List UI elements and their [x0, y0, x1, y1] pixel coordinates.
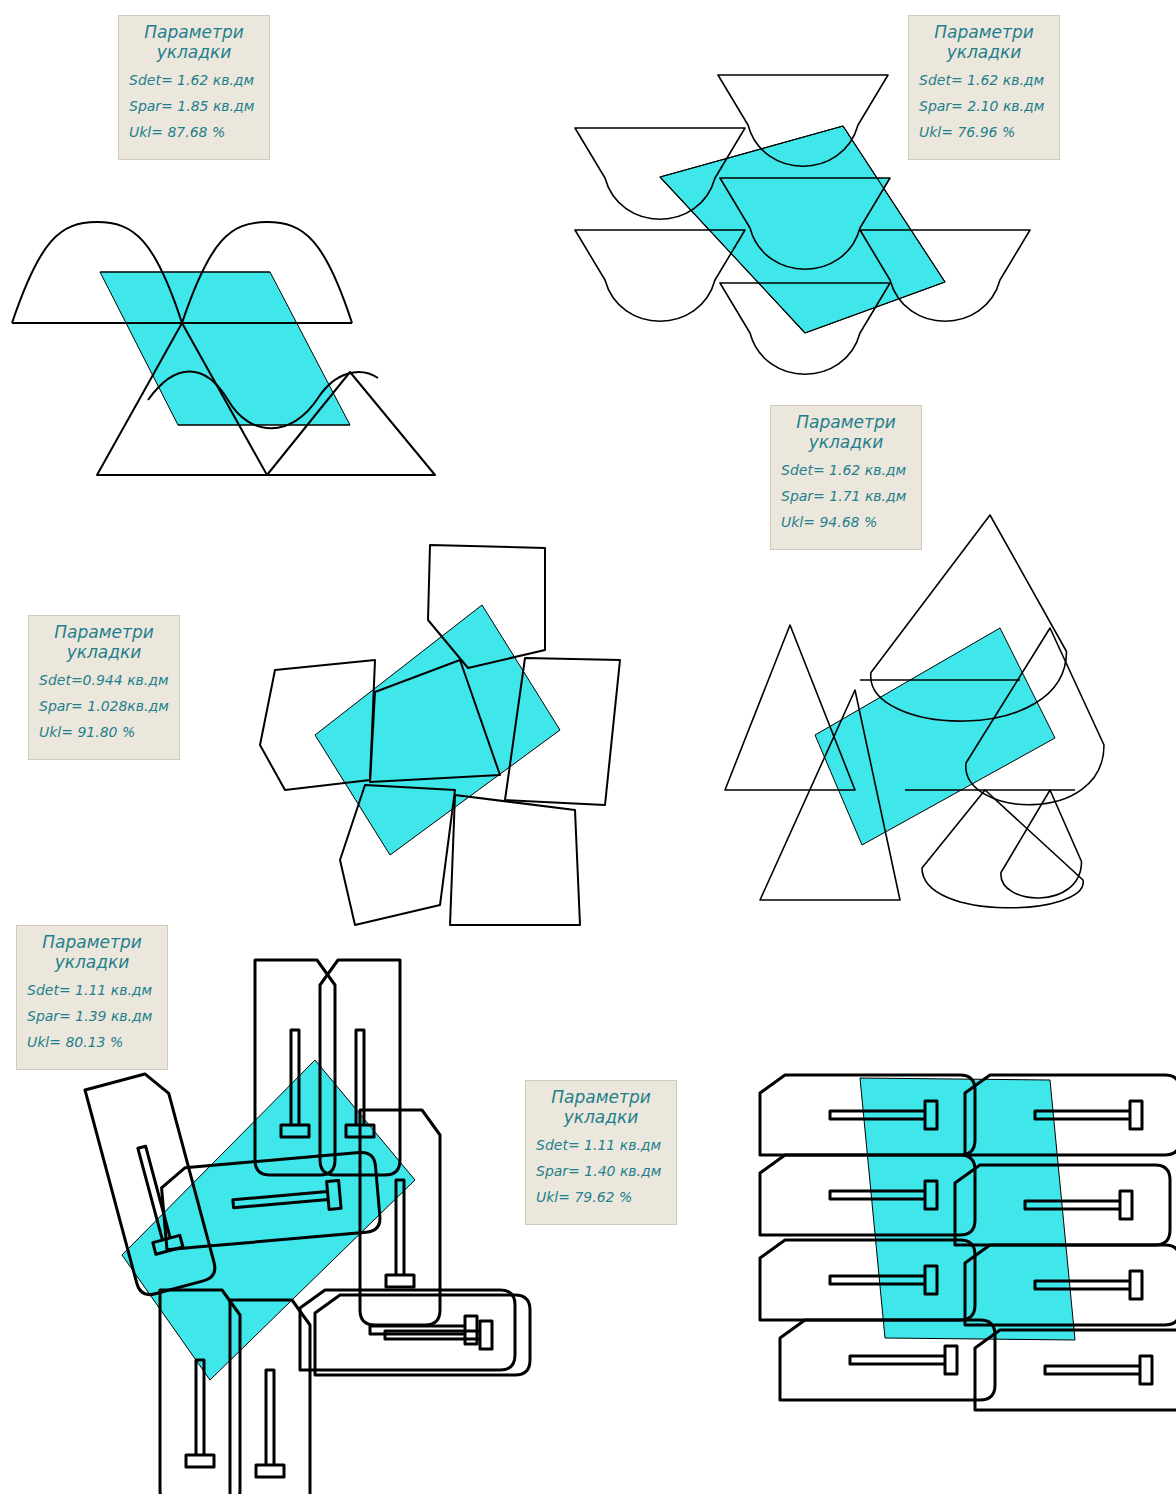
part-outline	[260, 660, 375, 790]
cell-edge	[178, 424, 350, 425]
part-outline	[720, 283, 890, 374]
parameter-value: Ukl= 91.80 %	[39, 723, 169, 741]
parameter-value: Ukl= 76.96 %	[919, 123, 1049, 141]
part-outline	[360, 1110, 440, 1325]
parameter-value: Spar= 1.85 кв.дм	[129, 97, 259, 115]
parameter-value: Spar= 1.028кв.дм	[39, 697, 169, 715]
panel-heading: Параметри укладки	[39, 622, 169, 663]
repeat-cell	[815, 628, 1055, 845]
parameter-panel: Параметри укладкиSdet= 1.62 кв.дмSpar= 1…	[770, 405, 922, 550]
cell-edge	[660, 126, 945, 333]
part-outline	[760, 690, 900, 900]
parameter-value: Ukl= 87.68 %	[129, 123, 259, 141]
part-outline	[230, 1300, 310, 1494]
part-outline	[955, 1165, 1170, 1245]
part-outline	[148, 372, 378, 429]
parameter-value: Sdet= 1.62 кв.дм	[129, 71, 259, 89]
part-fill	[720, 178, 890, 269]
part-outline	[575, 230, 745, 321]
part-outline	[575, 128, 745, 219]
panel-heading: Параметри укладки	[27, 932, 157, 973]
part-outline	[160, 1290, 240, 1494]
parameter-panel: Параметри укладкиSdet= 1.11 кв.дмSpar= 1…	[16, 925, 168, 1070]
part-outline	[760, 1075, 975, 1155]
panel-heading: Параметри укладки	[919, 22, 1049, 63]
part-outline	[85, 1069, 218, 1297]
parameter-value: Spar= 1.39 кв.дм	[27, 1007, 157, 1025]
panel-heading: Параметри укладки	[129, 22, 259, 63]
parameter-value: Sdet= 1.62 кв.дм	[919, 71, 1049, 89]
part-outline	[720, 178, 890, 269]
parameter-value: Ukl= 80.13 %	[27, 1033, 157, 1051]
part-outline	[760, 1240, 975, 1320]
part-outline	[315, 1295, 530, 1375]
cell-edge	[860, 680, 1075, 790]
panel-heading: Параметри укладки	[781, 412, 911, 453]
outline-layer	[12, 75, 1176, 1494]
part-outline	[725, 625, 855, 790]
parameter-value: Spar= 1.40 кв.дм	[536, 1162, 666, 1180]
part-outline	[370, 660, 500, 782]
parameter-value: Sdet= 1.11 кв.дм	[536, 1136, 666, 1154]
part-outline	[340, 785, 455, 925]
parameter-value: Spar= 2.10 кв.дм	[919, 97, 1049, 115]
part-outline	[760, 1155, 975, 1235]
part-outline	[966, 628, 1104, 805]
parameter-panel: Параметри укладкиSdet= 1.62 кв.дмSpar= 2…	[908, 15, 1060, 160]
part-outline	[860, 230, 1030, 321]
fill-layer	[100, 126, 1075, 1380]
part-outline	[160, 1151, 381, 1249]
parameter-value: Sdet= 1.11 кв.дм	[27, 981, 157, 999]
parameter-value: Ukl= 94.68 %	[781, 513, 911, 531]
cell-edge	[100, 271, 270, 272]
parameter-value: Spar= 1.71 кв.дм	[781, 487, 911, 505]
part-outline	[922, 790, 1083, 908]
part-outline	[428, 545, 545, 668]
part-outline	[505, 658, 620, 805]
part-outline	[97, 323, 267, 475]
parameter-value: Sdet= 1.62 кв.дм	[781, 461, 911, 479]
panel-heading: Параметри укладки	[536, 1087, 666, 1128]
parameter-panel: Параметри укладкиSdet= 1.11 кв.дмSpar= 1…	[525, 1080, 677, 1225]
part-outline	[255, 960, 335, 1175]
parameter-value: Ukl= 79.62 %	[536, 1188, 666, 1206]
part-outline	[1001, 790, 1082, 898]
parameter-panel: Параметри укладкиSdet=0.944 кв.дмSpar= 1…	[28, 615, 180, 760]
part-outline	[975, 1330, 1176, 1410]
part-outline	[780, 1320, 995, 1400]
part-outline	[450, 795, 580, 925]
part-outline	[965, 1245, 1176, 1325]
parameter-panel: Параметри укладкиSdet= 1.62 кв.дмSpar= 1…	[118, 15, 270, 160]
part-outline	[965, 1075, 1176, 1155]
repeat-cell	[315, 605, 560, 855]
part-outline	[718, 75, 888, 166]
part-outline	[12, 222, 352, 323]
parameter-value: Sdet=0.944 кв.дм	[39, 671, 169, 689]
